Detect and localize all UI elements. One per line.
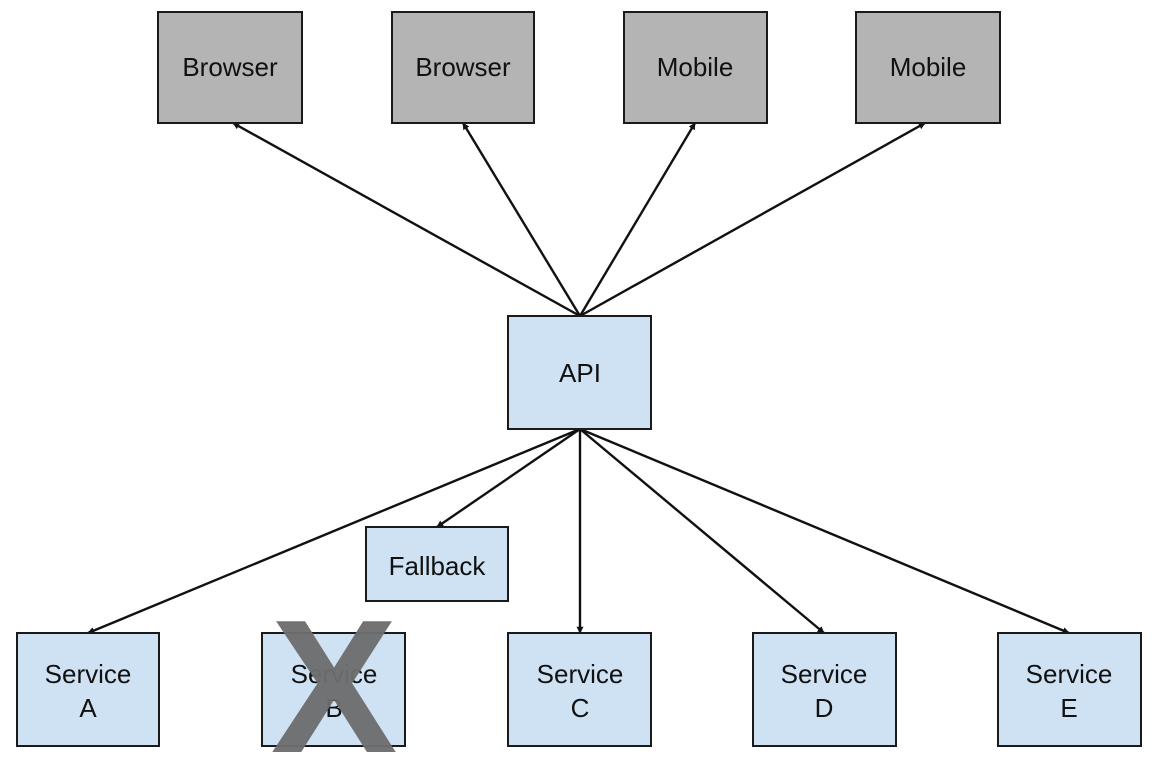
- edges: [87, 121, 1070, 635]
- node-browser-2: Browser: [391, 11, 535, 124]
- edge-api-to-fallback: [436, 428, 581, 528]
- node-service-c: Service C: [507, 632, 652, 747]
- edge-api-to-service-e: [579, 427, 1070, 635]
- edge-api-to-mobile-2: [579, 121, 926, 318]
- node-label: Mobile: [657, 52, 734, 82]
- node-api: API: [507, 315, 652, 430]
- edge-api-to-mobile-1: [578, 122, 697, 317]
- node-label: Fallback: [389, 551, 487, 581]
- node-label-line1: Service: [291, 659, 378, 689]
- node-browser-1: Browser: [157, 11, 303, 124]
- node-label-line1: Service: [781, 659, 868, 689]
- node-service-a: Service A: [16, 632, 160, 747]
- edge-api-to-browser-1: [232, 121, 581, 318]
- node-label: Browser: [415, 52, 511, 82]
- node-label-line1: Service: [45, 659, 132, 689]
- node-label-line1: Service: [537, 659, 624, 689]
- edge-api-to-browser-2: [461, 122, 582, 317]
- node-service-d: Service D: [752, 632, 897, 747]
- edge-api-to-service-a: [87, 427, 581, 635]
- node-label-line1: Service: [1026, 659, 1113, 689]
- node-mobile-2: Mobile: [855, 11, 1001, 124]
- node-label: API: [559, 358, 601, 388]
- node-label-line2: D: [815, 693, 834, 723]
- node-label: Mobile: [890, 52, 967, 82]
- node-label-line2: A: [79, 693, 97, 723]
- node-fallback: Fallback: [365, 526, 509, 602]
- node-label-line2: C: [571, 693, 590, 723]
- node-service-e: Service E: [997, 632, 1142, 747]
- node-label: Browser: [182, 52, 278, 82]
- x-icon: X: [271, 581, 398, 761]
- node-label-line2: E: [1060, 693, 1077, 723]
- node-mobile-1: Mobile: [623, 11, 768, 124]
- node-service-b: Service B X: [261, 581, 406, 761]
- node-label-line2: B: [325, 693, 342, 723]
- edge-api-to-service-d: [579, 428, 825, 634]
